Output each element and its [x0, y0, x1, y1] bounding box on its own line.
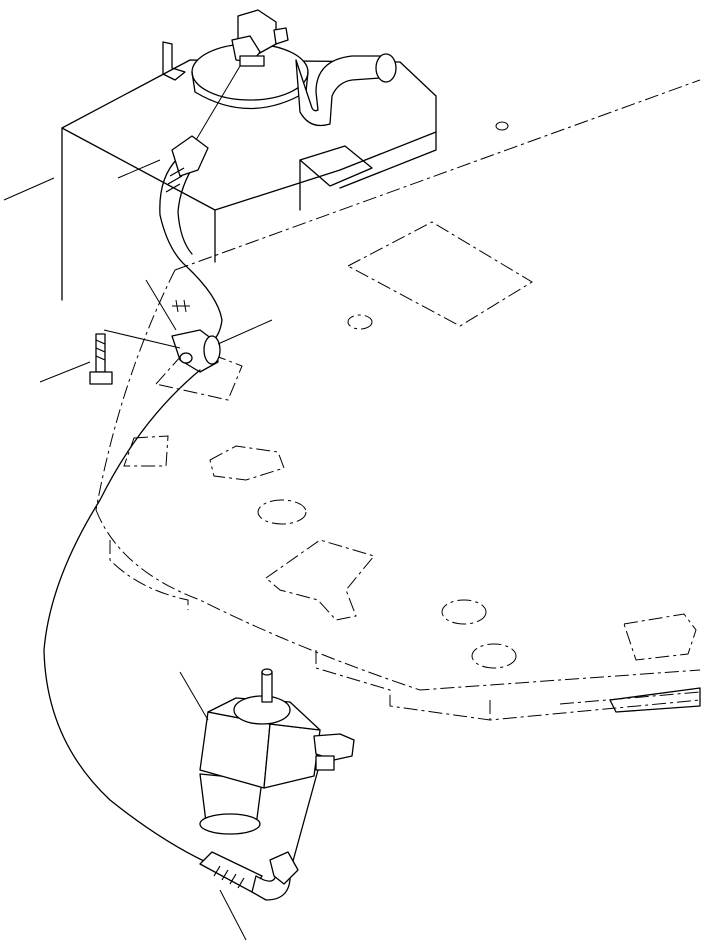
pump-nipple-top [261, 668, 273, 676]
frame-pad-right [623, 613, 697, 661]
frame-outer-edge [174, 79, 701, 271]
lower-hose-ferrule [199, 851, 263, 893]
leader-lower-hose [219, 889, 247, 941]
lower-hose-hatch-1 [213, 865, 221, 877]
clamp-ring [203, 335, 221, 365]
upper-hose-outline-b [177, 161, 197, 255]
upper-fuel-hose [159, 135, 223, 345]
frame-hole-4 [471, 643, 517, 669]
pump-box-side [263, 723, 321, 789]
leader-bolt [39, 361, 91, 383]
leader-tank-left [3, 177, 55, 201]
lower-hose-hatch-2 [221, 869, 229, 881]
pump-cylinder-end [199, 813, 261, 835]
main-line-upper [43, 369, 207, 863]
tank-right-edge [339, 131, 437, 189]
fuel-pump [179, 668, 355, 835]
frame-pad-1 [209, 445, 285, 481]
clamp-mount-plate [155, 345, 243, 401]
frame-cutout-small [123, 435, 169, 467]
hose-clamp [171, 299, 221, 373]
tank-elbow-fitting [231, 9, 289, 67]
frame-hole-1 [347, 314, 373, 330]
filler-neck-pipe-body [295, 55, 385, 127]
filler-neck-pipe [295, 53, 397, 127]
lower-hose-fitting [199, 851, 299, 901]
frame-bottom-step [315, 650, 701, 721]
clamp-bolt-thread-2 [95, 347, 106, 353]
main-fuel-line [43, 369, 319, 873]
frame-plate [95, 79, 701, 721]
frame-hole-3 [441, 599, 487, 625]
clamp-bolt-indicator [172, 299, 190, 313]
frame-hole-2 [257, 499, 307, 525]
elbow-fitting-base [239, 55, 265, 67]
frame-lower-edge [95, 509, 701, 691]
main-line-to-pump [289, 769, 319, 873]
upper-hose-ferrule [171, 135, 209, 177]
clamp-bolt-thread-1 [95, 339, 106, 345]
pump-leader-line [179, 671, 209, 721]
lower-hose-nut [269, 851, 299, 885]
leader-clamp-left [145, 279, 177, 331]
upper-hose-outline-a [159, 157, 187, 267]
frame-step-cutout [265, 539, 375, 621]
frame-hole-5 [495, 121, 509, 131]
upper-hose-hatch-1 [169, 167, 185, 177]
clamp-bolt-head [89, 371, 113, 385]
tank-top-recess [299, 145, 373, 187]
frame-right-rail [609, 687, 701, 713]
leader-lines [3, 65, 273, 941]
filler-neck-pipe-end [375, 53, 397, 83]
frame-bottom-side [109, 540, 189, 610]
clamp-hole [179, 352, 193, 364]
frame-left-edge [95, 269, 176, 511]
upper-hose-hatch-2 [167, 175, 183, 185]
frame-cutout-large [346, 221, 533, 327]
clamp-bolt-shank [95, 333, 106, 373]
leader-fitting [195, 65, 241, 141]
leader-upper-hose [117, 159, 161, 179]
clamp-bolt-thread-3 [95, 355, 106, 361]
pump-nipple [261, 671, 273, 703]
tank-side-bracket [162, 41, 186, 81]
pump-outlet-nut [315, 755, 335, 771]
upper-hose-hatch-3 [165, 183, 181, 193]
clamp-bolt-to-clamp-line [103, 329, 181, 349]
elbow-fitting-spigot [273, 27, 289, 45]
lower-hose-hatch-3 [229, 873, 237, 885]
pump-outlet-fitting [313, 733, 355, 761]
lower-hose-hatch-4 [237, 877, 245, 889]
clamp-bolt [89, 329, 181, 385]
fuel-tank [61, 41, 437, 301]
frame-right-rail-line [559, 691, 701, 705]
leader-clamp-right [217, 319, 273, 345]
